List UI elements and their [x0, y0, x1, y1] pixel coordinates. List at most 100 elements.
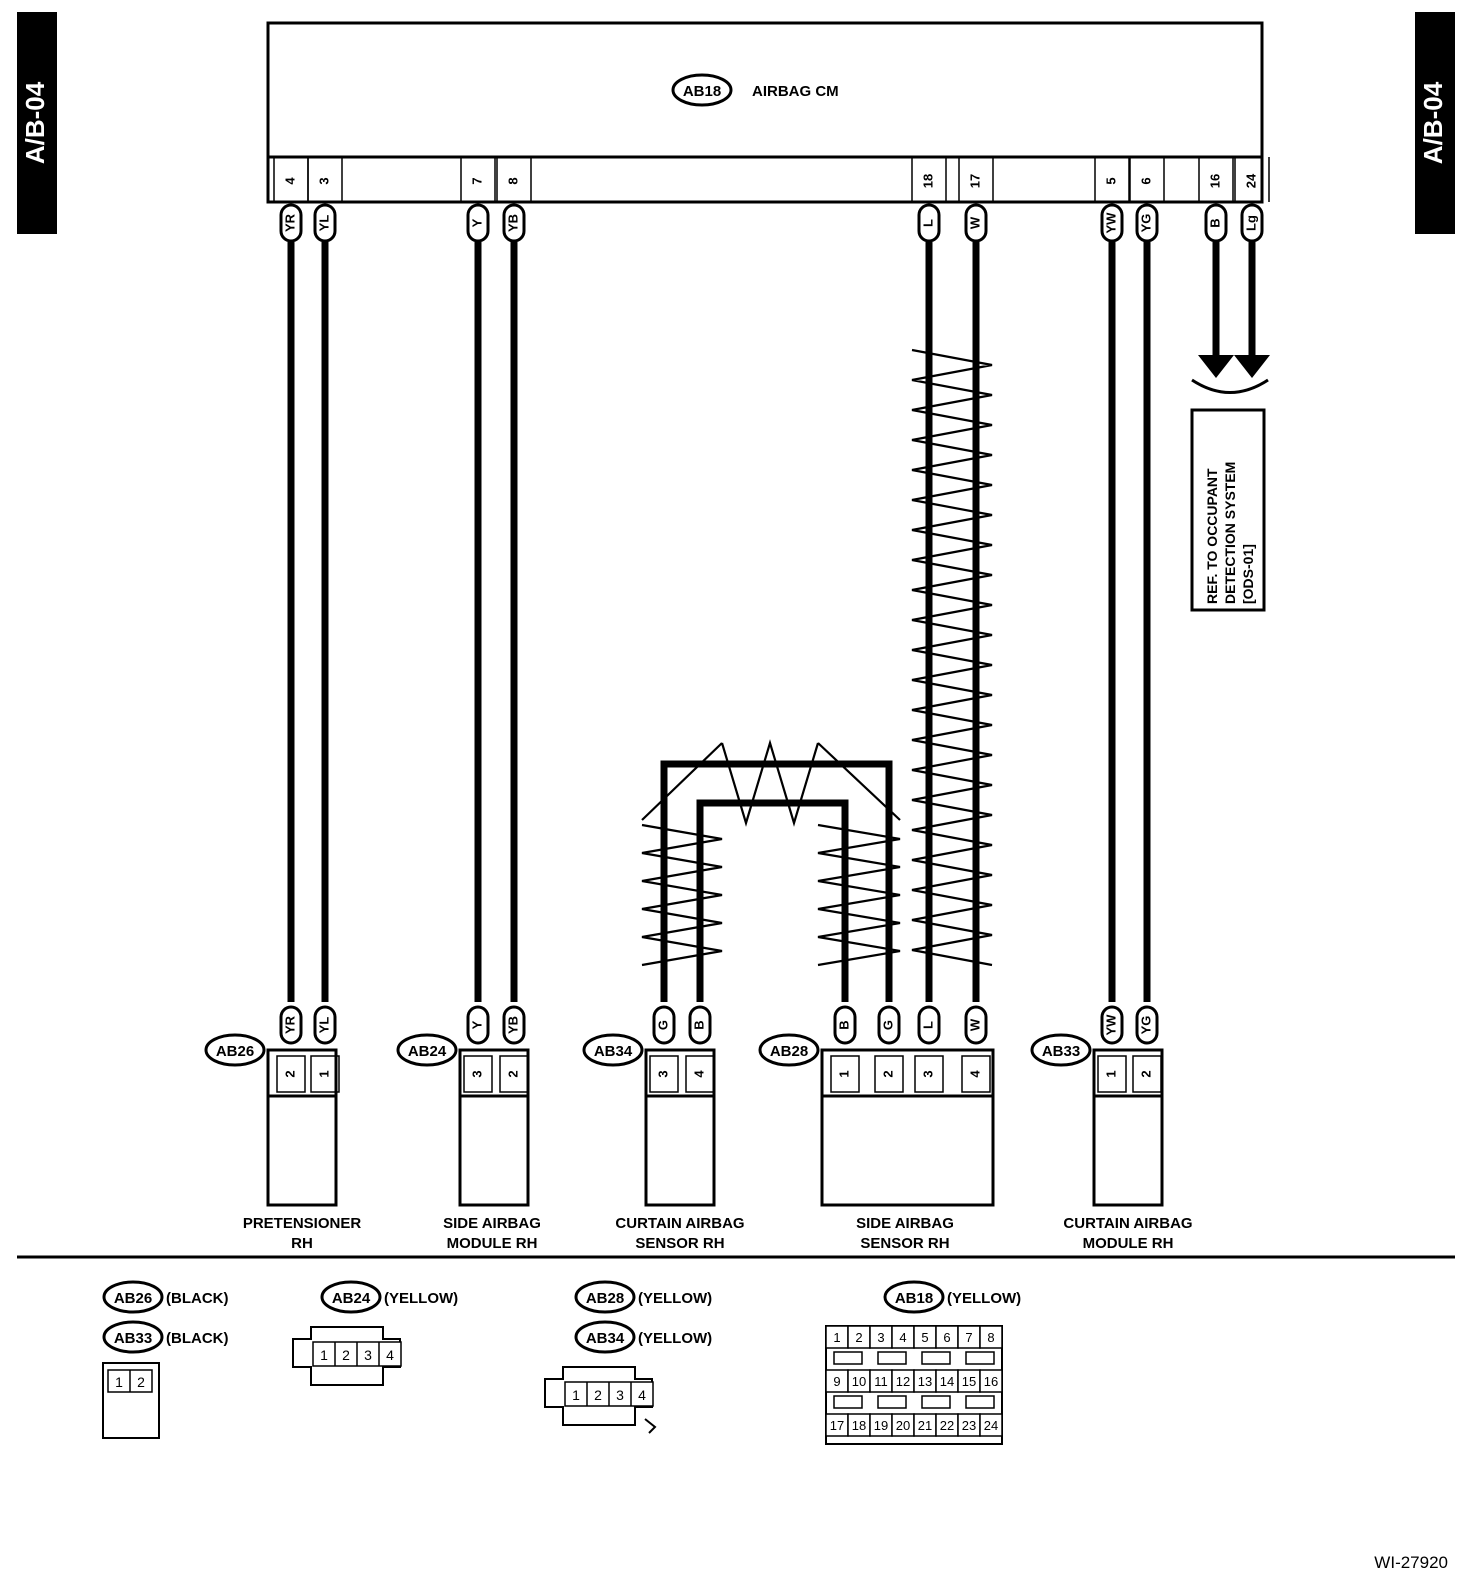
- legend-connector-id: AB33: [114, 1330, 152, 1347]
- ab18-lock-tab: [833, 1351, 863, 1365]
- ecu-pin-number: 4: [282, 177, 297, 185]
- component-pin-cell: [1097, 1055, 1127, 1093]
- component-pin-wire-color: YW: [1103, 1014, 1118, 1036]
- component-pin-cell: [463, 1055, 493, 1093]
- ecu-pin-wire-color: W: [967, 216, 982, 229]
- legend-connector-badge: [320, 1280, 382, 1314]
- legend-connector-color: (BLACK): [166, 1290, 228, 1307]
- legend-connector-badge: [574, 1280, 636, 1314]
- component-pin-number: 1: [316, 1070, 331, 1077]
- ecu-pin-number: 7: [469, 177, 484, 184]
- ab18-pin-number: 19: [874, 1418, 888, 1433]
- legend-ab28-ab34-connector-pin-number: 2: [594, 1387, 602, 1403]
- ab18-pin-number: 14: [940, 1374, 954, 1389]
- component-pin-number: 3: [920, 1070, 935, 1077]
- ecu-pin-wire-color: Y: [469, 218, 484, 227]
- component-connector-id: AB26: [216, 1043, 254, 1060]
- ecu-pin-wire-color: YG: [1138, 214, 1153, 233]
- ab18-pin-number: 15: [962, 1374, 976, 1389]
- airbag-cm-unit: AB18 AIRBAG CM: [266, 21, 1264, 204]
- component-pin-wire-color-shape: [652, 1005, 676, 1045]
- component-name-line: CURTAIN AIRBAG: [615, 1215, 744, 1232]
- ecu-pin-number: 8: [505, 177, 520, 184]
- ecu-pin-wire-color-shape: [466, 203, 490, 243]
- ecu-connector-id: AB18: [683, 83, 721, 100]
- ecu-pin-wire-color-shape: [1240, 203, 1264, 243]
- ab18-lock-tab: [965, 1351, 995, 1365]
- component-pin-wire-color-shape: [688, 1005, 712, 1045]
- ab18-pin-number: 8: [987, 1330, 994, 1345]
- wires: [287, 242, 1270, 1002]
- ecu-pin-number: 5: [1103, 177, 1118, 184]
- component-pin-cell: [310, 1055, 340, 1093]
- ods-reference-line-2: DETECTION SYSTEM: [1222, 462, 1238, 604]
- component-name-line: SIDE AIRBAG: [443, 1215, 541, 1232]
- legend-ab28-ab34-connector-latch: [644, 1418, 657, 1434]
- ecu-pin-wire-color-shape: [1100, 203, 1124, 243]
- legend-ab24-connector-pin-number: 4: [386, 1347, 394, 1363]
- component-connector-badge: [396, 1033, 458, 1067]
- connector-legend: AB26(BLACK)AB33(BLACK)AB24(YELLOW)AB28(Y…: [102, 1280, 1021, 1445]
- legend-connector-id: AB28: [586, 1290, 624, 1307]
- twisted-pair-marks: [641, 348, 993, 967]
- component-pin-wire-color: YL: [316, 1017, 331, 1034]
- ods-arrow-lg: [1234, 355, 1270, 378]
- ods-reference-box: [1190, 408, 1266, 612]
- ab18-pin-number: 3: [877, 1330, 884, 1345]
- ab18-lock-tab: [921, 1351, 951, 1365]
- left-page-tag-text: A/B-04: [20, 81, 50, 164]
- component-pin-cell: [830, 1055, 860, 1093]
- ecu-pin-wire-color: Lg: [1243, 215, 1258, 231]
- legend-ab28-ab34-connector-pin-number: 3: [616, 1387, 624, 1403]
- component-body: [1092, 1094, 1164, 1207]
- component-name-line: MODULE RH: [1083, 1235, 1174, 1252]
- legend-connector-color: (BLACK): [166, 1330, 228, 1347]
- component-pin-wire-color-shape: [313, 1005, 337, 1045]
- ab18-pin-cell: [979, 1325, 1003, 1349]
- component-pin-number: 3: [655, 1070, 670, 1077]
- ab18-pin-number: 5: [921, 1330, 928, 1345]
- component-pin-strip: [1092, 1048, 1164, 1098]
- ab18-pin-number: 13: [918, 1374, 932, 1389]
- wire-b-loop: [696, 799, 849, 1002]
- component-body: [266, 1094, 338, 1207]
- ecu-pin-wire-color: L: [920, 219, 935, 227]
- component-name-line: SENSOR RH: [635, 1235, 724, 1252]
- component-name-line: PRETENSIONER: [243, 1215, 362, 1232]
- legend-connector-color: (YELLOW): [638, 1290, 712, 1307]
- component-pin-cell: [1132, 1055, 1162, 1093]
- legend-connector-badge: [574, 1320, 636, 1354]
- component-pin-cell: [276, 1055, 306, 1093]
- ab18-lock-tab: [877, 1351, 907, 1365]
- component-body: [820, 1094, 995, 1207]
- twist-corner-right: [817, 742, 901, 821]
- component-pin-wire-color-shape: [279, 1005, 303, 1045]
- component-pin-wire-color: L: [920, 1021, 935, 1029]
- legend-connector-badge: [102, 1320, 164, 1354]
- legend-ab24-connector-pin-number: 1: [320, 1347, 328, 1363]
- ab18-lock-tab: [833, 1395, 863, 1409]
- ab18-pin-number: 17: [830, 1418, 844, 1433]
- ecu-pin-wire-color-shape: [313, 203, 337, 243]
- component-pin-cell: [961, 1055, 991, 1093]
- component-pin-wire-color-shape: [1100, 1005, 1124, 1045]
- ab18-pin-number: 12: [896, 1374, 910, 1389]
- component-pin-number: 4: [691, 1070, 706, 1078]
- legend-connector-badge: [883, 1280, 945, 1314]
- component-name-line: MODULE RH: [447, 1235, 538, 1252]
- component-name-line: RH: [291, 1235, 313, 1252]
- component-pin-number: 1: [836, 1070, 851, 1077]
- two-pin-number: 1: [115, 1374, 123, 1390]
- component-connector-id: AB33: [1042, 1043, 1080, 1060]
- ab18-pin-number: 7: [965, 1330, 972, 1345]
- airbag-cm-pin-strip: [266, 155, 1264, 204]
- twist-g-b-top: [720, 739, 820, 827]
- component-connector-id: AB28: [770, 1043, 808, 1060]
- right-page-tag: [1415, 12, 1455, 234]
